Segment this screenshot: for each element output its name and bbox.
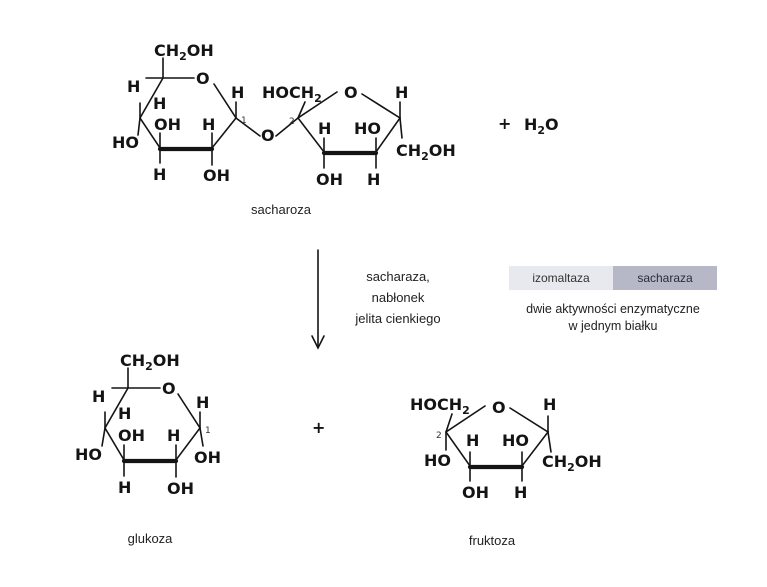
sucrose-hoch2-label: HOCH2 [262,83,322,105]
glucose-carbon-number-1: 1 [205,426,211,436]
fructose-name: fruktoza [469,533,516,548]
sucrose-ring-oxygen-1: O [196,69,210,88]
sucrose-name: sacharoza [251,202,312,217]
water-term: + H2O [498,114,559,137]
fructose-c2-ch2oh-bond [445,413,453,433]
sucrose-carbon-number-2: 2 [289,117,295,127]
enzyme-segment-sacharaza: sacharaza [613,266,717,290]
sucrose-glucose-ring-bonds [139,77,237,149]
glucose-c1-oh-bond [199,427,204,447]
condition-enzyme: sacharaza, [366,269,430,284]
glucose-c4-ho: HO [75,445,102,464]
glucose-ch2oh-label: CH2OH [120,351,180,373]
sucrose-c4-ho-fru: HO [354,119,381,138]
sucrose-glycosidic-bond-left [235,117,261,137]
glucose-c1-h: H [196,393,209,412]
sucrose-c4-ho: HO [112,133,139,152]
sucrose-c4-h: H [153,94,166,113]
fructose-c3-oh: OH [462,483,489,502]
sucrose-c5-ch2oh-bond [399,117,403,139]
enzyme-complex-note: dwie aktywności enzymatyczne w jednym bi… [500,301,726,335]
sucrose-c1-h: H [231,83,244,102]
sucrose-c5-ch2oh: CH2OH [396,141,456,163]
glucose-c1-oh: OH [194,448,221,467]
sucrose-carbon-number-1: 1 [241,116,247,126]
reaction-conditions: sacharaza, nabłonek jelita cienkiego [354,269,440,326]
glucose-c4-h: H [118,404,131,423]
glucose-name: glukoza [128,531,174,546]
fructose-c5-ch2oh: CH2OH [542,452,602,474]
sucrose-structure: CH2OH O H H OH H H 1 HO H OH O HOCH2 O H… [112,41,456,217]
water-formula: H2O [524,115,559,137]
glucose-structure: CH2OH O H H OH H H 1 HO OH H OH glukoza [75,351,221,546]
glucose-ring-oxygen: O [162,379,176,398]
sucrose-c5-h: H [127,77,140,96]
sucrose-c4-h-fru: H [367,170,380,189]
sucrose-c3-h-fru: H [318,119,331,138]
enzyme-segment-izomaltaza: izomaltaza [509,266,613,290]
fructose-c2-ho: HO [424,451,451,470]
enzyme-note-line2: w jednym białku [568,319,658,333]
reaction-arrow-head [311,335,325,350]
fructose-ring-oxygen: O [492,398,506,417]
reaction-arrow [311,249,325,350]
fructose-carbon-number-2: 2 [436,431,442,441]
sucrose-glycosidic-bond-right [275,117,299,137]
sucrose-c2-ch2oh-bond [297,101,306,119]
glucose-c4-ho-bond [101,427,106,447]
fructose-c3-h: H [466,431,479,450]
plus-products: + [312,418,325,437]
glucose-c3-oh: OH [118,426,145,445]
sucrose-c4-ho-bond [137,117,141,136]
condition-organ: jelita cienkiego [354,311,440,326]
sucrose-c2-oh: OH [203,166,230,185]
fructose-hoch2-label: HOCH2 [410,395,470,417]
glucose-c5-h: H [92,387,105,406]
glucose-c2-oh: OH [167,479,194,498]
fructose-c5-ch2oh-bond [547,431,552,453]
fructose-c4-h: H [514,483,527,502]
sucrose-c3-oh: OH [154,115,181,134]
fructose-c5-h: H [543,395,556,414]
sucrose-ring-oxygen-2: O [344,83,358,102]
glucose-c2-h: H [167,426,180,445]
fructose-c4-ho: HO [502,431,529,450]
glucose-ring-bonds [104,387,201,461]
sucrose-c5-h-fru: H [395,83,408,102]
sucrose-c3-oh-fru: OH [316,170,343,189]
sucrose-c3-h: H [153,165,166,184]
enzyme-complex-bar: izomaltaza sacharaza [509,266,717,290]
enzyme-note-line1: dwie aktywności enzymatyczne [526,302,700,316]
sucrose-ch2oh-label: CH2OH [154,41,214,63]
sucrose-c2-h: H [202,115,215,134]
sucrose-glycosidic-oxygen: O [261,126,275,145]
fructose-structure: HOCH2 O H 2 H HO HO CH2OH OH H fruktoza [410,395,602,548]
condition-tissue: nabłonek [372,290,425,305]
plus-water: + [498,114,511,133]
glucose-c3-h: H [118,478,131,497]
